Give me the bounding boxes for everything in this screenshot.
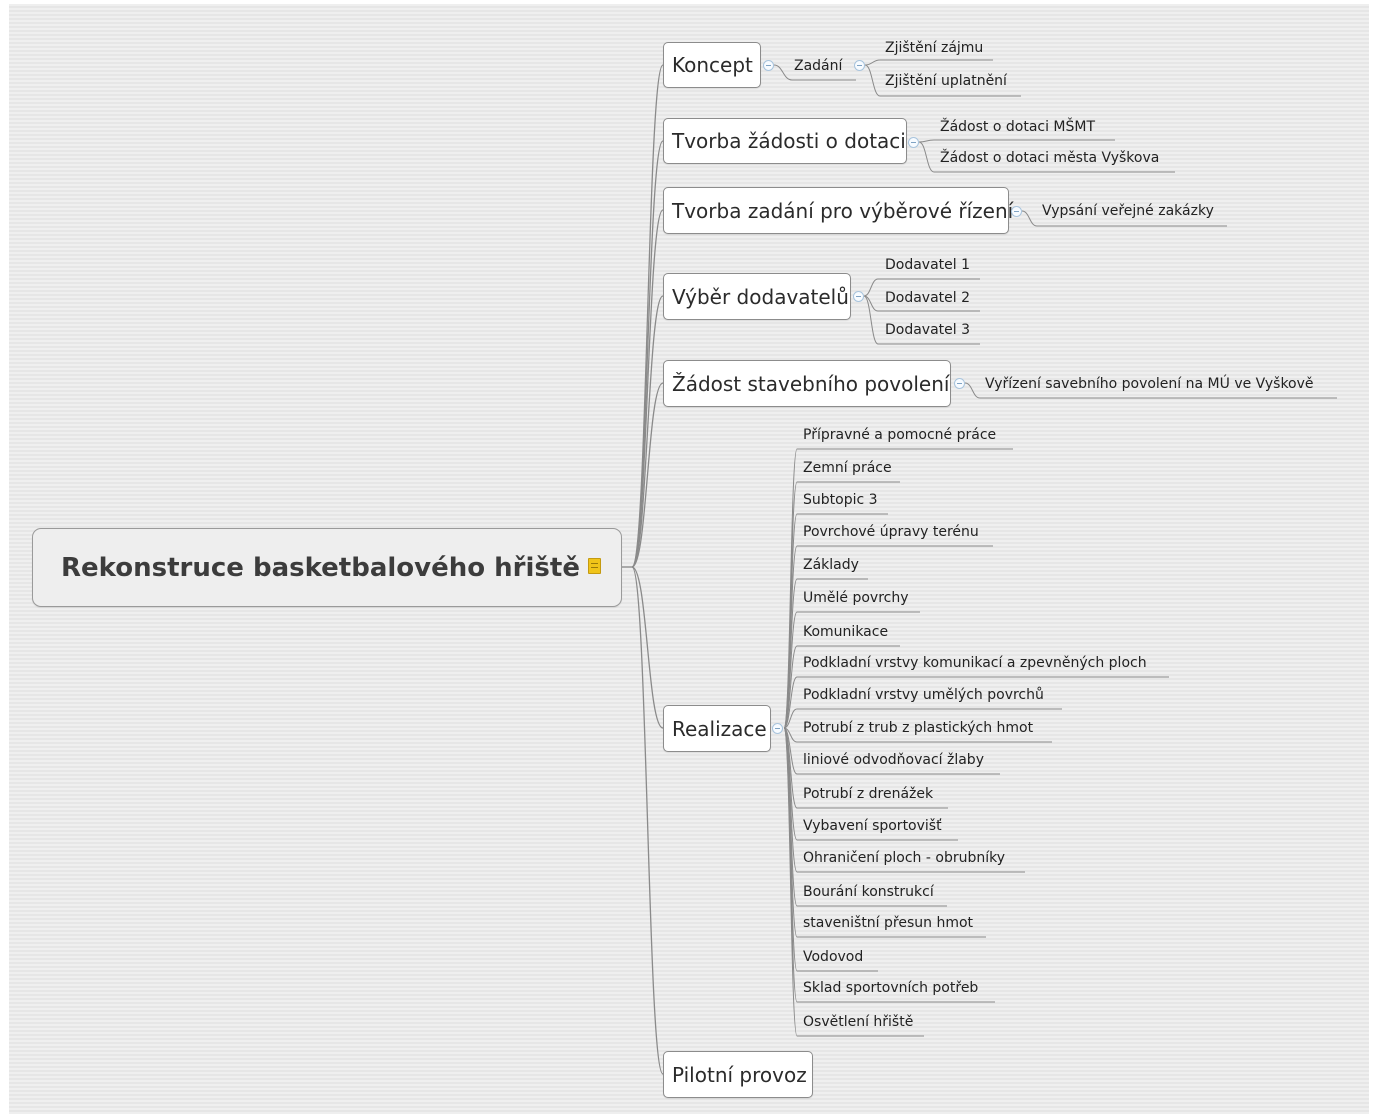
subtopic-item[interactable]: Umělé povrchy bbox=[803, 590, 909, 606]
topic-label: Pilotní provoz bbox=[672, 1062, 807, 1087]
subtopic-item[interactable]: Podkladní vrstvy umělých povrchů bbox=[803, 687, 1044, 703]
subtopic-item[interactable]: Potrubí z drenážek bbox=[803, 786, 934, 802]
topic-label: Tvorba žádosti o dotaci bbox=[672, 129, 906, 153]
collapse-toggle-icon[interactable] bbox=[954, 378, 965, 389]
connector-line bbox=[783, 727, 798, 1037]
connector-line bbox=[964, 382, 981, 399]
subtopic-item[interactable]: Sklad sportovních potřeb bbox=[803, 980, 979, 996]
topic-pilotni-provoz[interactable]: Pilotní provoz bbox=[663, 1051, 813, 1098]
topic-vyber-dodavatelu[interactable]: Výběr dodavatelů bbox=[663, 273, 851, 320]
topic-zadost-povoleni[interactable]: Žádost stavebního povolení bbox=[663, 360, 951, 407]
connector-line bbox=[631, 566, 664, 1075]
subtopic-item[interactable]: Subtopic 3 bbox=[803, 492, 878, 508]
connector-line bbox=[773, 64, 793, 81]
subtopic-item[interactable]: Zjištění zájmu bbox=[885, 40, 984, 56]
subtopic-item[interactable]: Základy bbox=[803, 557, 859, 573]
subtopic-item[interactable]: Podkladní vrstvy komunikací a zpevněných… bbox=[803, 655, 1147, 671]
subtopic-item[interactable]: Vyřízení savebního povolení na MÚ ve Vyš… bbox=[985, 376, 1314, 392]
connector-line bbox=[631, 209, 664, 568]
collapse-toggle-icon[interactable] bbox=[908, 137, 919, 148]
collapse-toggle-icon[interactable] bbox=[772, 723, 783, 734]
topic-realizace[interactable]: Realizace bbox=[663, 705, 771, 752]
connector-line bbox=[864, 59, 881, 66]
collapse-toggle-icon[interactable] bbox=[853, 291, 864, 302]
subtopic-item[interactable]: liniové odvodňovací žlaby bbox=[803, 752, 984, 768]
connector-line bbox=[783, 513, 798, 729]
subtopic-item[interactable]: Povrchové úpravy terénu bbox=[803, 524, 979, 540]
subtopic-item[interactable]: Vodovod bbox=[803, 949, 864, 965]
subtopic-item[interactable]: Vypsání veřejné zakázky bbox=[1042, 203, 1214, 219]
root-topic[interactable]: Rekonstruce basketbalového hřiště bbox=[32, 528, 622, 607]
topic-label: Žádost stavebního povolení bbox=[672, 371, 950, 396]
collapse-toggle-icon[interactable] bbox=[763, 60, 774, 71]
root-topic-label: Rekonstruce basketbalového hřiště bbox=[61, 552, 580, 583]
connector-line bbox=[864, 64, 881, 97]
subtopic-item[interactable]: Vybavení sportovišť bbox=[803, 818, 942, 834]
connector-line bbox=[918, 141, 935, 173]
topic-label: Výběr dodavatelů bbox=[672, 284, 849, 309]
subtopic-item[interactable]: Zemní práce bbox=[803, 460, 892, 476]
connector-line bbox=[783, 676, 798, 729]
subtopic-item[interactable]: Dodavatel 1 bbox=[885, 257, 971, 273]
topic-tvorba-zadosti[interactable]: Tvorba žádosti o dotaci bbox=[663, 118, 907, 164]
connector-line bbox=[631, 295, 664, 568]
subtopic-item[interactable]: Dodavatel 2 bbox=[885, 290, 971, 306]
subtopic-item[interactable]: Potrubí z trub z plastických hmot bbox=[803, 720, 1034, 736]
connector-line bbox=[631, 382, 664, 568]
topic-label: Koncept bbox=[672, 53, 753, 77]
subtopic-zadani[interactable]: Zadání bbox=[794, 58, 843, 74]
subtopic-item[interactable]: Ohraničení ploch - obrubníky bbox=[803, 850, 1006, 866]
subtopic-item[interactable]: staveništní přesun hmot bbox=[803, 915, 974, 931]
collapse-toggle-icon[interactable] bbox=[1011, 206, 1022, 217]
subtopic-item[interactable]: Dodavatel 3 bbox=[885, 322, 971, 338]
connector-line bbox=[863, 295, 879, 345]
topic-tvorba-zadani[interactable]: Tvorba zadání pro výběrové řízení bbox=[663, 187, 1013, 234]
subtopic-item[interactable]: Komunikace bbox=[803, 624, 889, 640]
subtopic-item[interactable]: Zjištění uplatnění bbox=[885, 73, 1007, 89]
subtopic-item[interactable]: Žádost o dotaci MŠMT bbox=[940, 119, 1096, 135]
topic-koncept[interactable]: Koncept bbox=[663, 42, 761, 88]
topic-label: Realizace bbox=[672, 716, 767, 741]
subtopic-item[interactable]: Osvětlení hřiště bbox=[803, 1014, 914, 1030]
connector-line bbox=[918, 139, 935, 143]
note-icon[interactable] bbox=[587, 557, 601, 574]
connector-line bbox=[863, 278, 879, 297]
collapse-toggle-icon[interactable] bbox=[854, 60, 865, 71]
connector-line bbox=[631, 140, 664, 568]
connector-line bbox=[631, 64, 664, 568]
connector-line bbox=[783, 708, 798, 729]
topic-label: Tvorba zadání pro výběrové řízení bbox=[672, 198, 1014, 223]
subtopic-item[interactable]: Bourání konstrukcí bbox=[803, 884, 934, 900]
subtopic-item[interactable]: Přípravné a pomocné práce bbox=[803, 427, 997, 443]
connector-line bbox=[1021, 210, 1038, 227]
subtopic-item[interactable]: Žádost o dotaci města Vyškova bbox=[940, 150, 1160, 166]
connector-line bbox=[631, 566, 664, 729]
